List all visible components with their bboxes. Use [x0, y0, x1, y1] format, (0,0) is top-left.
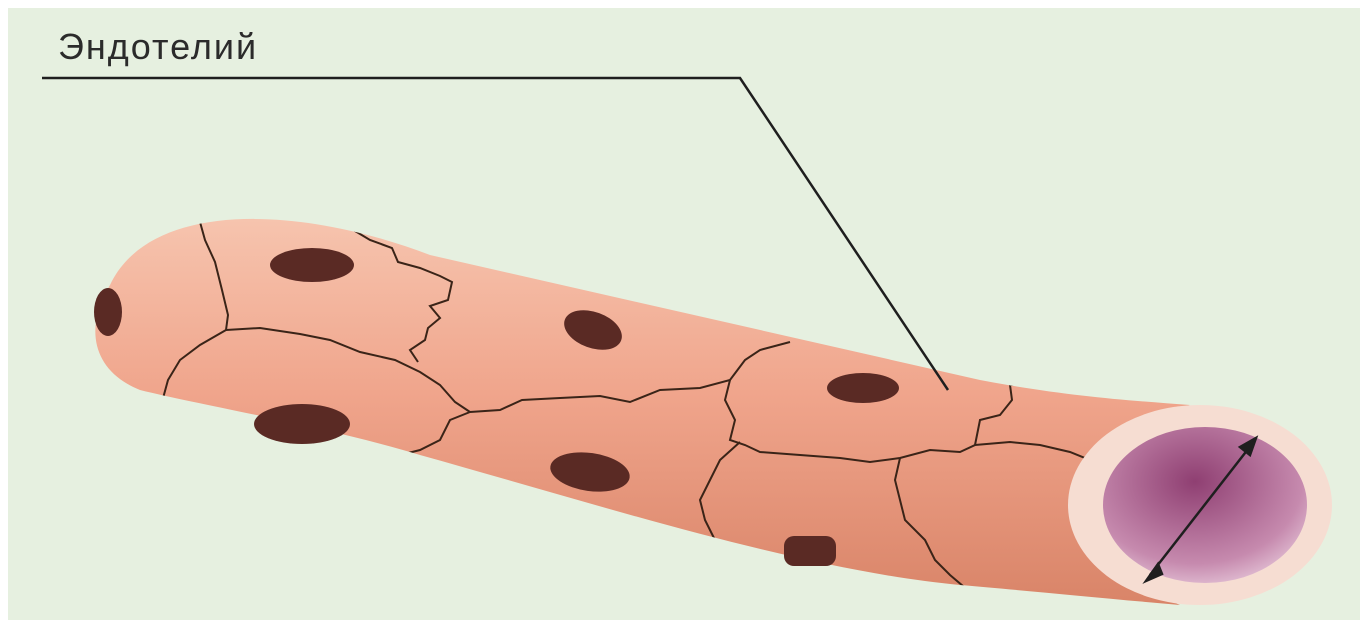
nucleus — [94, 288, 122, 336]
nucleus — [784, 536, 836, 566]
endothelium-label: Эндотелий — [58, 26, 258, 68]
nucleus — [270, 248, 354, 282]
nucleus — [827, 373, 899, 403]
nucleus — [254, 404, 350, 444]
